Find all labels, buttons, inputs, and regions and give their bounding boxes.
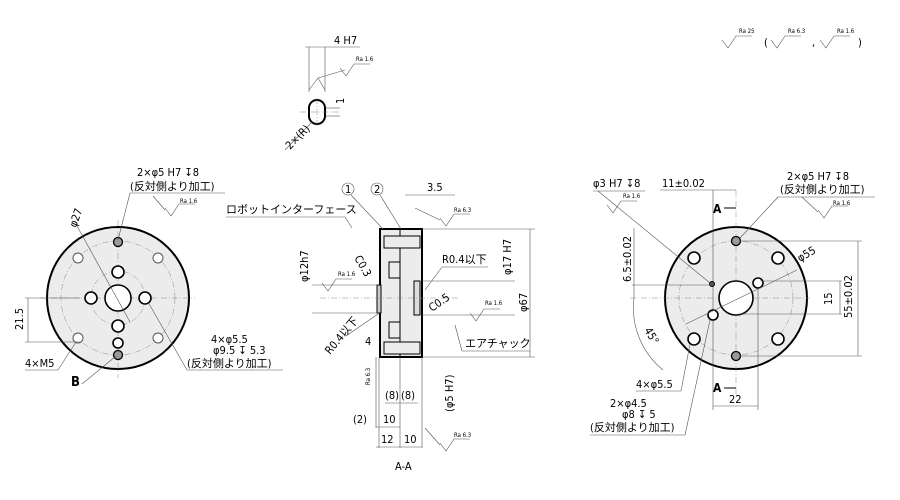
section-marker-top: A [713,202,722,216]
dim-15: 15 [822,292,835,305]
paren-close: ) [858,36,862,49]
holes-callout: 4×φ5.5 [636,378,673,391]
dim-12: 12 [381,433,394,446]
outer-dim: φ67 [517,293,530,312]
pcd-55: φ55 [795,244,818,265]
dim-22: 22 [729,393,742,406]
balloon-2: 2 [374,183,380,196]
ra-bore: Ra 1.6 [485,300,503,307]
slot-dim: 1 [334,98,347,104]
dim-2: (2) [353,413,367,426]
cb-note: (反対側より加工) [590,420,675,434]
cb-callout-2: φ8 ↧ 5 [622,408,656,421]
section-marker-bottom: A [713,381,722,395]
ra-symbol-icon [770,35,802,49]
ra-general: Ra 25 [739,28,755,35]
bore-dim: φ17 H7 [501,239,514,275]
slot-detail: 4 H7 Ra 1.6 1 2×(R) [283,34,374,152]
robot-interface-label: ロボットインターフェース [226,203,357,216]
ra-shaft: Ra 1.6 [338,271,356,278]
dim-10b: 10 [404,433,417,446]
balloon-1: 1 [345,183,351,196]
cbore-callout-1: 4×φ5.5 [211,333,248,346]
pin5-callout: 2×φ5 H7 ↧8 [787,170,849,183]
shaft-dim: φ12h7 [298,250,311,282]
dim-8b: (8) [401,389,415,402]
ra-symbol-icon [164,203,196,217]
pin-dim: (φ5 H7) [443,374,456,412]
dim-3-5: 3.5 [427,181,443,194]
dim-55: 55±0.02 [842,275,855,318]
air-chuck-label: エアチャック [465,337,531,350]
ra-left: Ra 6.3 [365,368,372,385]
slot-ra: Ra 1.6 [356,56,374,63]
dim-11: 11±0.02 [662,177,705,190]
ra-symbol-icon [819,35,851,49]
view-label-b: B [71,375,80,390]
angle-45: 45° [641,325,661,347]
dim-10a: 10 [383,413,396,426]
radius-callout-1: R0.4以下 [322,314,361,357]
ra-symbol-icon [721,35,753,49]
pin5-note: (反対側より加工) [780,182,865,196]
pin-ra: Ra 1.6 [180,198,198,205]
surface-finish-legend: Ra 25 ( Ra 6.3 , Ra 1.6 ) [721,28,862,49]
ra-alt2: Ra 1.6 [837,28,855,35]
radius-callout-2: R0.4以下 [442,253,487,266]
tap-callout: 4×M5 [25,357,54,370]
dim-4: 4 [365,335,371,348]
section-title: A-A [395,460,412,473]
slot-radius: 2×(R) [283,122,313,152]
slot-width: 4 H7 [334,34,357,47]
pin-hole-callout: 2×φ5 H7 ↧8 [137,166,199,179]
cbore-note: (反対側より加工) [187,356,272,370]
section-view: 1 2 3.5 Ra 6.3 ロボットインターフェース φ12h7 Ra 1.6… [226,181,535,473]
ra-pin3: Ra 1.6 [623,193,641,200]
ra-symbol-icon [606,200,638,214]
dim-8a: (8) [385,389,399,402]
cb-callout-1: 2×φ4.5 [610,397,647,410]
pin-hole-note: (反対側より加工) [130,179,215,193]
ra-bottom: Ra 6.3 [454,432,471,439]
left-view: 2×φ5 H7 ↧8 (反対側より加工) Ra 1.6 φ27 21.5 4×M… [13,166,283,390]
pin3-callout: φ3 H7 ↧8 [593,177,640,190]
dim-6-5: 6.5±0.02 [621,236,634,282]
ra-pin5: Ra 1.6 [833,200,851,207]
offset-dim: 21.5 [13,308,26,330]
paren-open: ( [764,36,768,49]
right-view: φ3 H7 ↧8 Ra 1.6 11±0.02 2×φ5 H7 ↧8 (反対側よ… [590,170,875,436]
ra-top: Ra 6.3 [454,207,471,214]
cbore-callout-2: φ9.5 ↧ 5.3 [213,344,266,357]
ra-symbol-icon [817,205,849,219]
chamfer-c05: C0.5 [426,291,452,315]
comma: , [812,36,815,49]
ra-symbol-icon [439,213,471,227]
ra-symbol-icon [439,438,471,452]
pcd-dim: φ27 [67,207,86,229]
ra-alt1: Ra 6.3 [788,28,805,35]
